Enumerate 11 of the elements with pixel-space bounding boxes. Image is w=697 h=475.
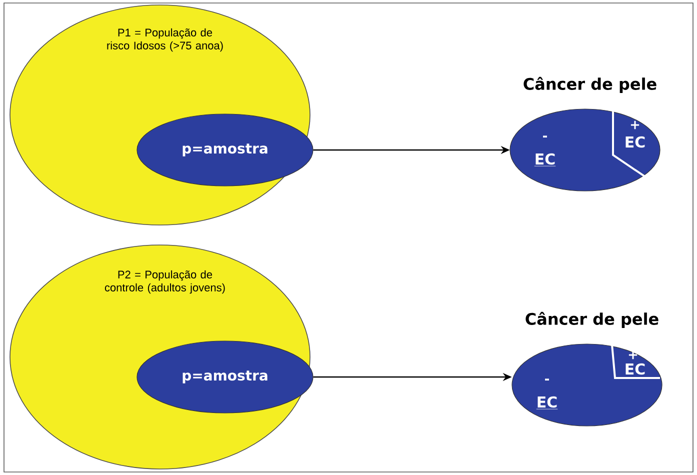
chart-title: Câncer de pele bbox=[526, 312, 658, 328]
population-label: P1 = População de risco Idosos (>75 anoa) bbox=[107, 28, 223, 52]
segment-label: EC bbox=[534, 153, 556, 166]
segment-label: EC bbox=[626, 363, 645, 375]
segment-sign: + bbox=[630, 120, 640, 130]
segment-label: EC bbox=[626, 136, 645, 148]
segment-sign: - bbox=[543, 136, 547, 138]
segment-label: EC bbox=[536, 396, 558, 410]
population-label: P2 = População de controle (adultos jovens) bbox=[104, 270, 225, 294]
segment-sign: - bbox=[545, 378, 549, 380]
chart-title: Câncer de pele bbox=[524, 76, 656, 94]
